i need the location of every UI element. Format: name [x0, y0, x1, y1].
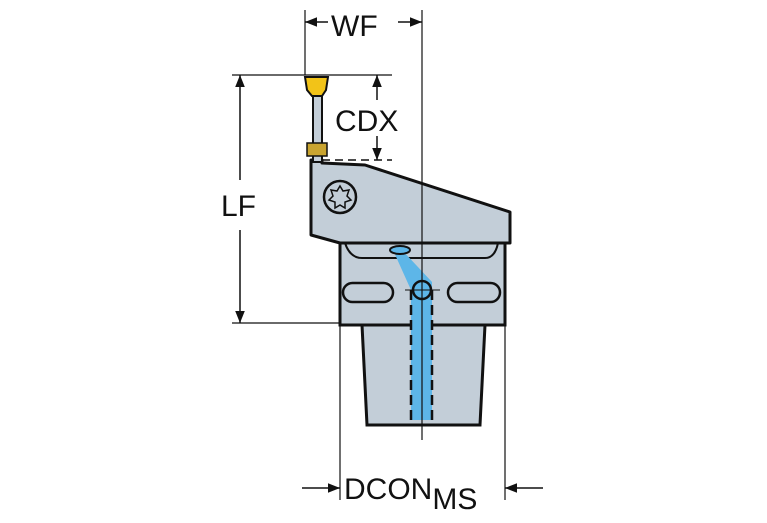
blade-clamp	[306, 142, 328, 157]
oval-slot-right	[446, 281, 502, 304]
lf-label: LF	[221, 190, 256, 223]
torx-icon	[327, 184, 353, 210]
cutting-insert	[303, 76, 330, 97]
body-shelf-line	[344, 242, 499, 259]
oval-slot-left	[341, 281, 395, 304]
torx-screw	[322, 179, 358, 215]
dcon-subscript: MS	[432, 483, 477, 516]
wf-label: WF	[331, 10, 378, 43]
coolant-outlet	[389, 245, 411, 255]
dcon-label: DCONMS	[344, 473, 477, 516]
cdx-label: CDX	[335, 105, 398, 138]
